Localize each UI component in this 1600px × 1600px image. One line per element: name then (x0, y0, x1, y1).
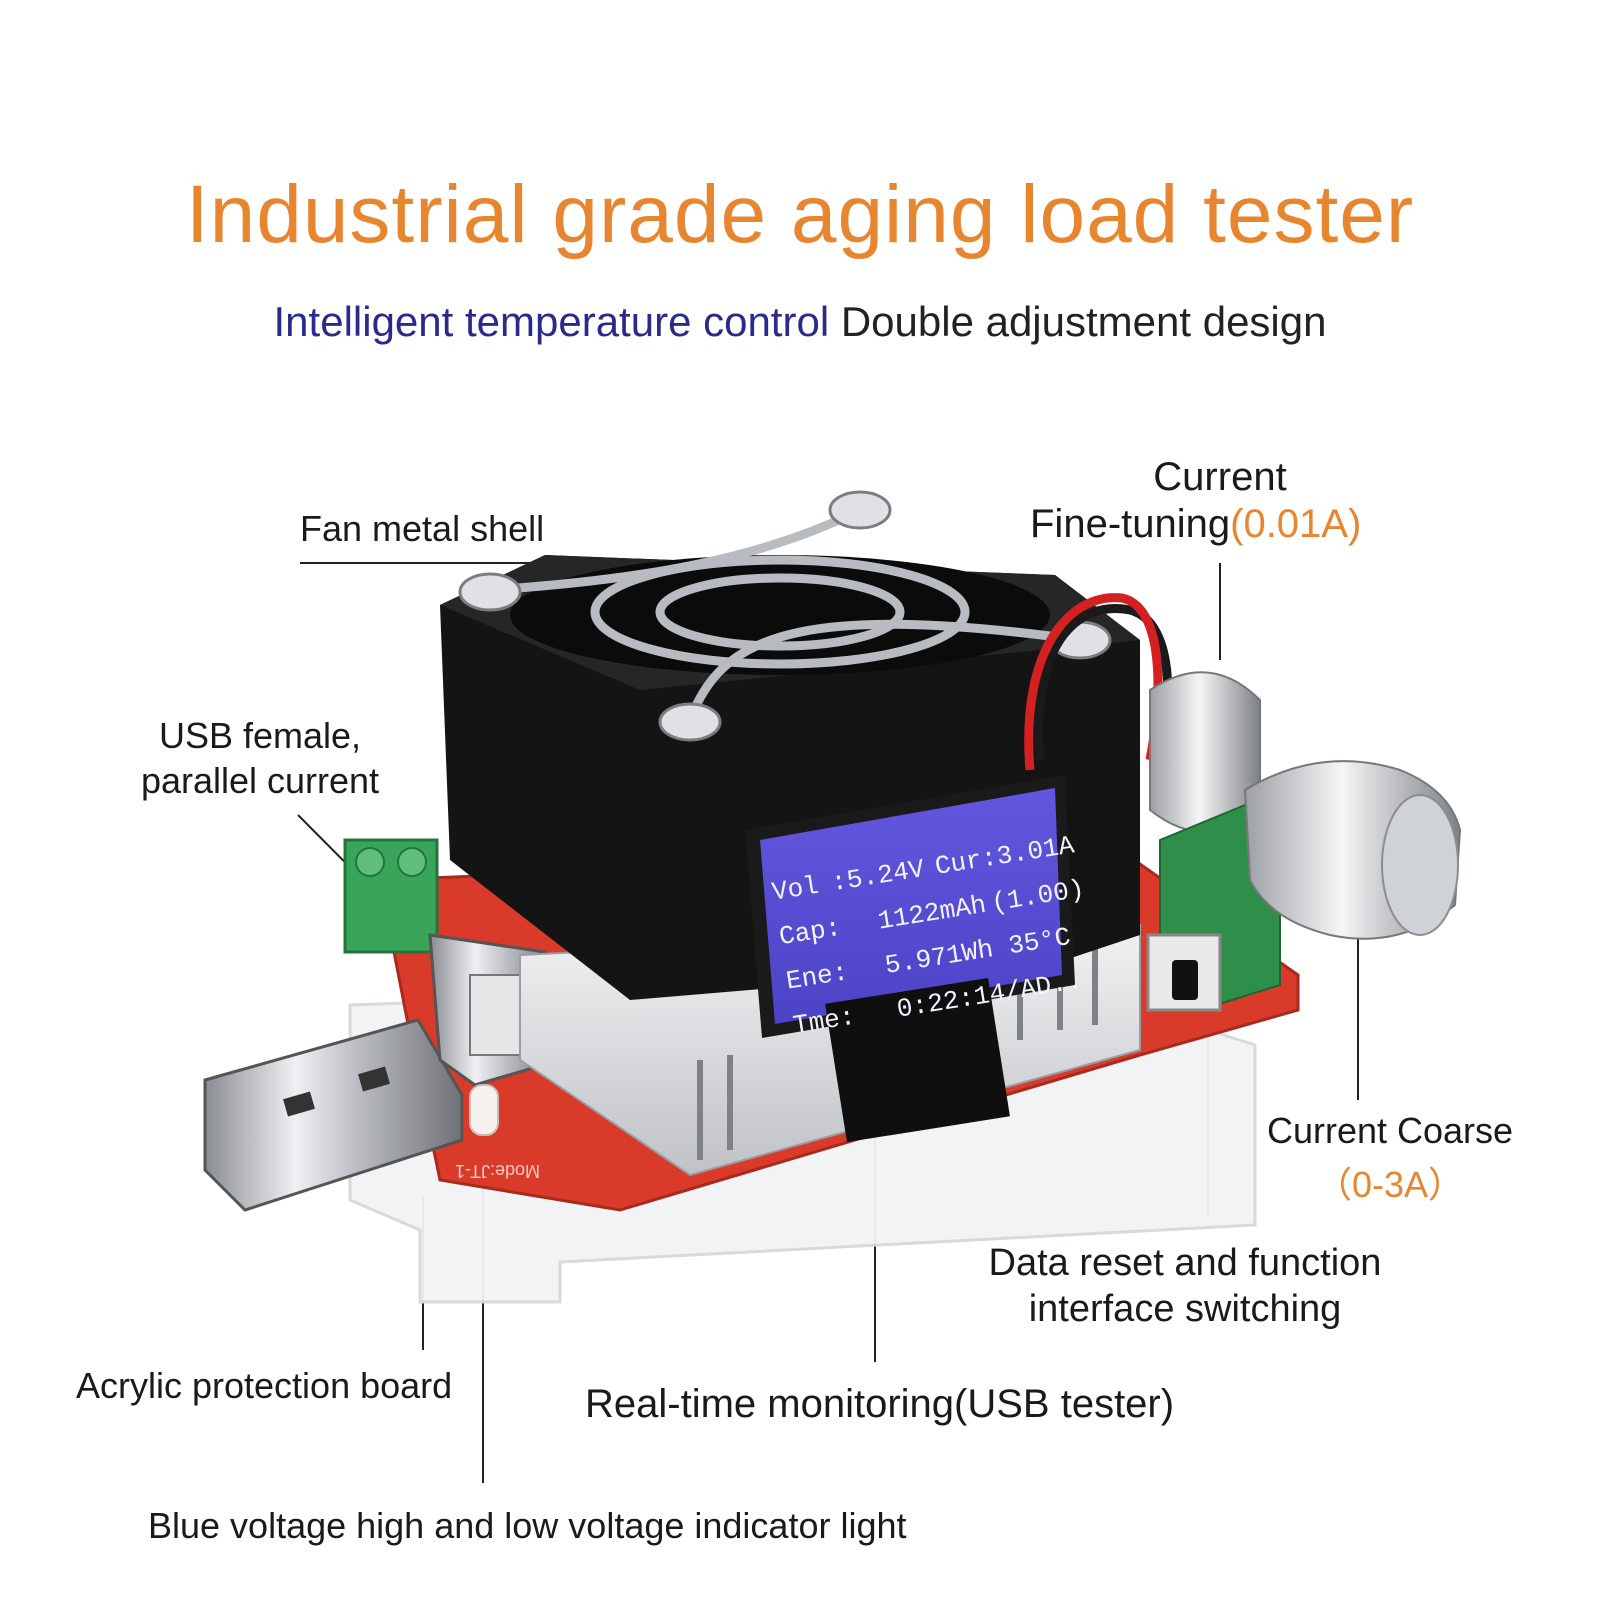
indicator-led (469, 1084, 499, 1136)
coarse-knob (1243, 760, 1462, 940)
lcd-vol-label: Vol (770, 871, 821, 908)
label-fan-metal-shell: Fan metal shell (300, 508, 545, 549)
label-fine-tuning-line1: Current (1153, 455, 1287, 499)
subtitle-temperature-control: Intelligent temperature control (273, 298, 830, 345)
label-indicator-light: Blue voltage high and low voltage indica… (148, 1505, 907, 1546)
label-usb-female-line1: USB female, (158, 715, 362, 756)
screw-terminal (343, 838, 439, 954)
lcd-display (745, 775, 1075, 1143)
label-current-coarse: Current Coarse (1266, 1110, 1514, 1151)
label-current-coarse-range: （0-3A） (1315, 1164, 1465, 1205)
label-fine-tuning: Fine-tuning(0.01A) (1030, 502, 1361, 547)
label-data-reset-line2: interface switching (1028, 1288, 1342, 1330)
reset-button (1146, 933, 1222, 1012)
fan-metal-shell (489, 505, 1081, 722)
usb-male-plug (203, 1018, 464, 1212)
page-title: Industrial grade aging load tester (185, 169, 1415, 260)
label-acrylic-board: Acrylic protection board (76, 1365, 453, 1406)
label-real-time-monitoring: Real-time monitoring(USB tester) (585, 1382, 1175, 1426)
label-data-reset-line1: Data reset and function (988, 1242, 1382, 1284)
subtitle-double-adjustment: Double adjustment design (840, 298, 1327, 345)
label-fine-tuning-line2: Fine-tuning (1030, 502, 1231, 546)
label-fine-tuning-range: (0.01A) (1230, 502, 1362, 546)
page-subtitle: Intelligent temperature control Double a… (0, 298, 1600, 346)
label-usb-female-line2: parallel current (140, 760, 380, 801)
board-marking: Mode:JT-1 (455, 1161, 540, 1181)
